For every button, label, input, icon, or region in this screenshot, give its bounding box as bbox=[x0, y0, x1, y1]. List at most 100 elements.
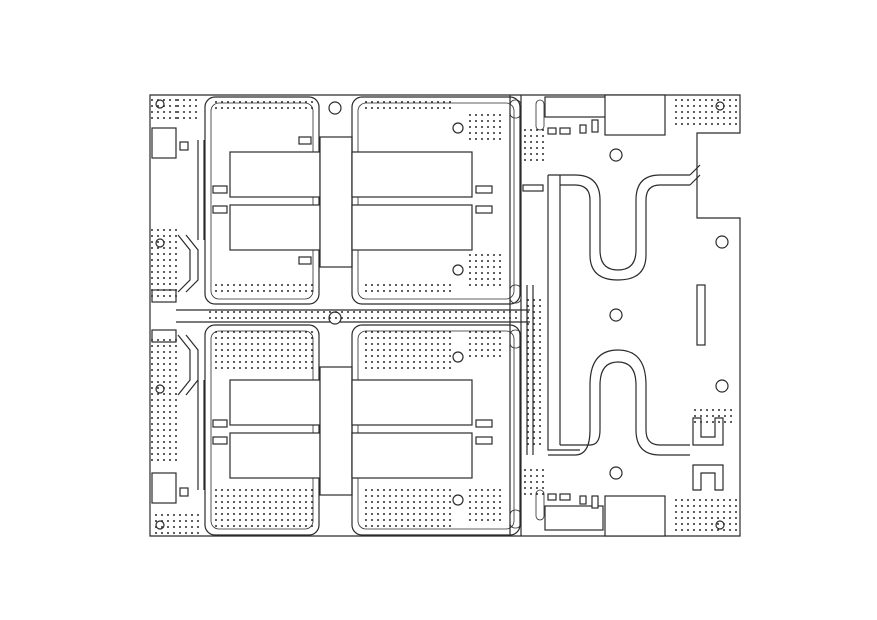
via bbox=[487, 507, 489, 509]
via bbox=[443, 519, 445, 521]
via bbox=[151, 453, 153, 455]
via bbox=[389, 501, 391, 503]
via bbox=[177, 117, 179, 119]
via bbox=[407, 525, 409, 527]
via bbox=[481, 260, 483, 262]
via bbox=[735, 99, 737, 101]
via bbox=[151, 423, 153, 425]
via bbox=[311, 317, 313, 319]
via bbox=[169, 363, 171, 365]
via bbox=[263, 349, 265, 351]
via bbox=[163, 277, 165, 279]
via bbox=[371, 349, 373, 351]
via bbox=[157, 345, 159, 347]
via bbox=[493, 260, 495, 262]
via bbox=[227, 101, 229, 103]
via bbox=[524, 481, 526, 483]
via bbox=[693, 111, 695, 113]
via bbox=[705, 499, 707, 501]
via bbox=[401, 311, 403, 313]
via bbox=[515, 317, 517, 319]
via bbox=[157, 411, 159, 413]
via bbox=[269, 317, 271, 319]
via bbox=[377, 519, 379, 521]
via bbox=[681, 117, 683, 119]
via bbox=[245, 519, 247, 521]
via bbox=[275, 525, 277, 527]
via bbox=[175, 381, 177, 383]
via bbox=[524, 493, 526, 495]
via bbox=[169, 229, 171, 231]
via bbox=[395, 507, 397, 509]
via bbox=[469, 120, 471, 122]
via bbox=[539, 317, 541, 319]
via bbox=[169, 289, 171, 291]
via bbox=[287, 343, 289, 345]
via bbox=[281, 525, 283, 527]
via bbox=[401, 361, 403, 363]
via bbox=[487, 513, 489, 515]
via bbox=[287, 311, 289, 313]
via bbox=[730, 409, 732, 411]
via bbox=[163, 405, 165, 407]
via bbox=[705, 529, 707, 531]
via bbox=[524, 475, 526, 477]
via bbox=[431, 290, 433, 292]
via bbox=[711, 511, 713, 513]
via bbox=[275, 337, 277, 339]
via bbox=[151, 363, 153, 365]
via bbox=[449, 349, 451, 351]
via bbox=[735, 523, 737, 525]
via bbox=[481, 266, 483, 268]
via bbox=[449, 525, 451, 527]
via bbox=[157, 417, 159, 419]
via bbox=[163, 247, 165, 249]
via bbox=[469, 138, 471, 140]
via bbox=[533, 425, 535, 427]
via bbox=[481, 272, 483, 274]
via bbox=[437, 101, 439, 103]
via bbox=[395, 349, 397, 351]
via bbox=[161, 532, 163, 534]
via bbox=[499, 507, 501, 509]
via bbox=[175, 345, 177, 347]
via bbox=[281, 349, 283, 351]
via bbox=[437, 495, 439, 497]
via bbox=[377, 290, 379, 292]
via bbox=[175, 459, 177, 461]
via bbox=[395, 525, 397, 527]
via bbox=[371, 507, 373, 509]
via bbox=[233, 343, 235, 345]
via bbox=[169, 99, 171, 101]
via bbox=[687, 111, 689, 113]
via bbox=[527, 419, 529, 421]
via bbox=[157, 429, 159, 431]
via bbox=[227, 501, 229, 503]
via bbox=[395, 495, 397, 497]
via bbox=[407, 284, 409, 286]
via bbox=[475, 343, 477, 345]
via bbox=[215, 284, 217, 286]
via bbox=[533, 371, 535, 373]
via bbox=[377, 507, 379, 509]
via bbox=[169, 259, 171, 261]
via bbox=[245, 290, 247, 292]
via bbox=[675, 511, 677, 513]
via bbox=[155, 526, 157, 528]
via bbox=[443, 355, 445, 357]
connector-bottom-left bbox=[151, 472, 177, 504]
via bbox=[425, 507, 427, 509]
via bbox=[151, 105, 153, 107]
via bbox=[239, 284, 241, 286]
via bbox=[487, 349, 489, 351]
via bbox=[311, 343, 313, 345]
via bbox=[371, 311, 373, 313]
via bbox=[723, 523, 725, 525]
pad-center-bottom bbox=[319, 366, 353, 496]
via bbox=[169, 235, 171, 237]
via bbox=[263, 513, 265, 515]
via bbox=[443, 107, 445, 109]
via bbox=[299, 343, 301, 345]
via bbox=[431, 343, 433, 345]
via bbox=[443, 507, 445, 509]
